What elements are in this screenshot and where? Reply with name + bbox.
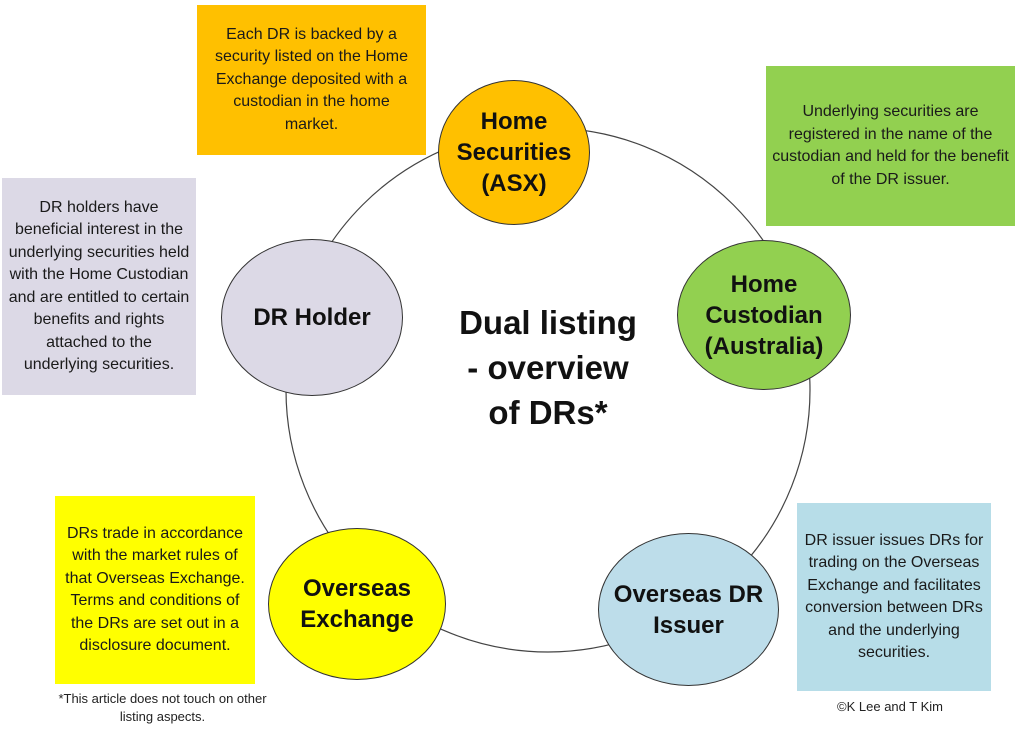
node-overseas-dr-issuer-label: Overseas DR Issuer <box>613 580 764 639</box>
node-overseas-exchange-label: Overseas Exchange <box>300 575 414 633</box>
node-overseas-exchange: Overseas Exchange <box>268 528 446 680</box>
node-overseas-dr-issuer: Overseas DR Issuer <box>598 533 779 686</box>
box-overseas-issuer: DR issuer issues DRs for trading on the … <box>797 503 991 691</box>
node-dr-holder: DR Holder <box>221 239 403 396</box>
box-overseas-exchange-text: DRs trade in accordance with the market … <box>65 524 245 655</box>
node-home-securities: Home Securities (ASX) <box>438 80 590 225</box>
box-home-custodian: Underlying securities are registered in … <box>766 66 1015 226</box>
box-home-securities-text: Each DR is backed by a security listed o… <box>215 25 408 133</box>
node-home-custodian-label: Home Custodian (Australia) <box>704 270 824 360</box>
box-home-securities: Each DR is backed by a security listed o… <box>197 5 426 155</box>
footnote: *This article does not touch on other li… <box>58 691 267 724</box>
box-home-custodian-text: Underlying securities are registered in … <box>772 103 1009 188</box>
box-overseas-issuer-text: DR issuer issues DRs for trading on the … <box>804 531 984 662</box>
diagram-title: Dual listing - overview of DRs* <box>459 304 637 431</box>
box-dr-holder: DR holders have beneficial interest in t… <box>2 178 196 395</box>
copyright: ©K Lee and T Kim <box>837 699 943 714</box>
box-dr-holder-text: DR holders have beneficial interest in t… <box>8 198 190 374</box>
box-overseas-exchange: DRs trade in accordance with the market … <box>55 496 255 684</box>
node-home-custodian: Home Custodian (Australia) <box>677 240 851 390</box>
node-home-securities-label: Home Securities (ASX) <box>456 108 572 197</box>
node-dr-holder-label: DR Holder <box>253 304 371 331</box>
